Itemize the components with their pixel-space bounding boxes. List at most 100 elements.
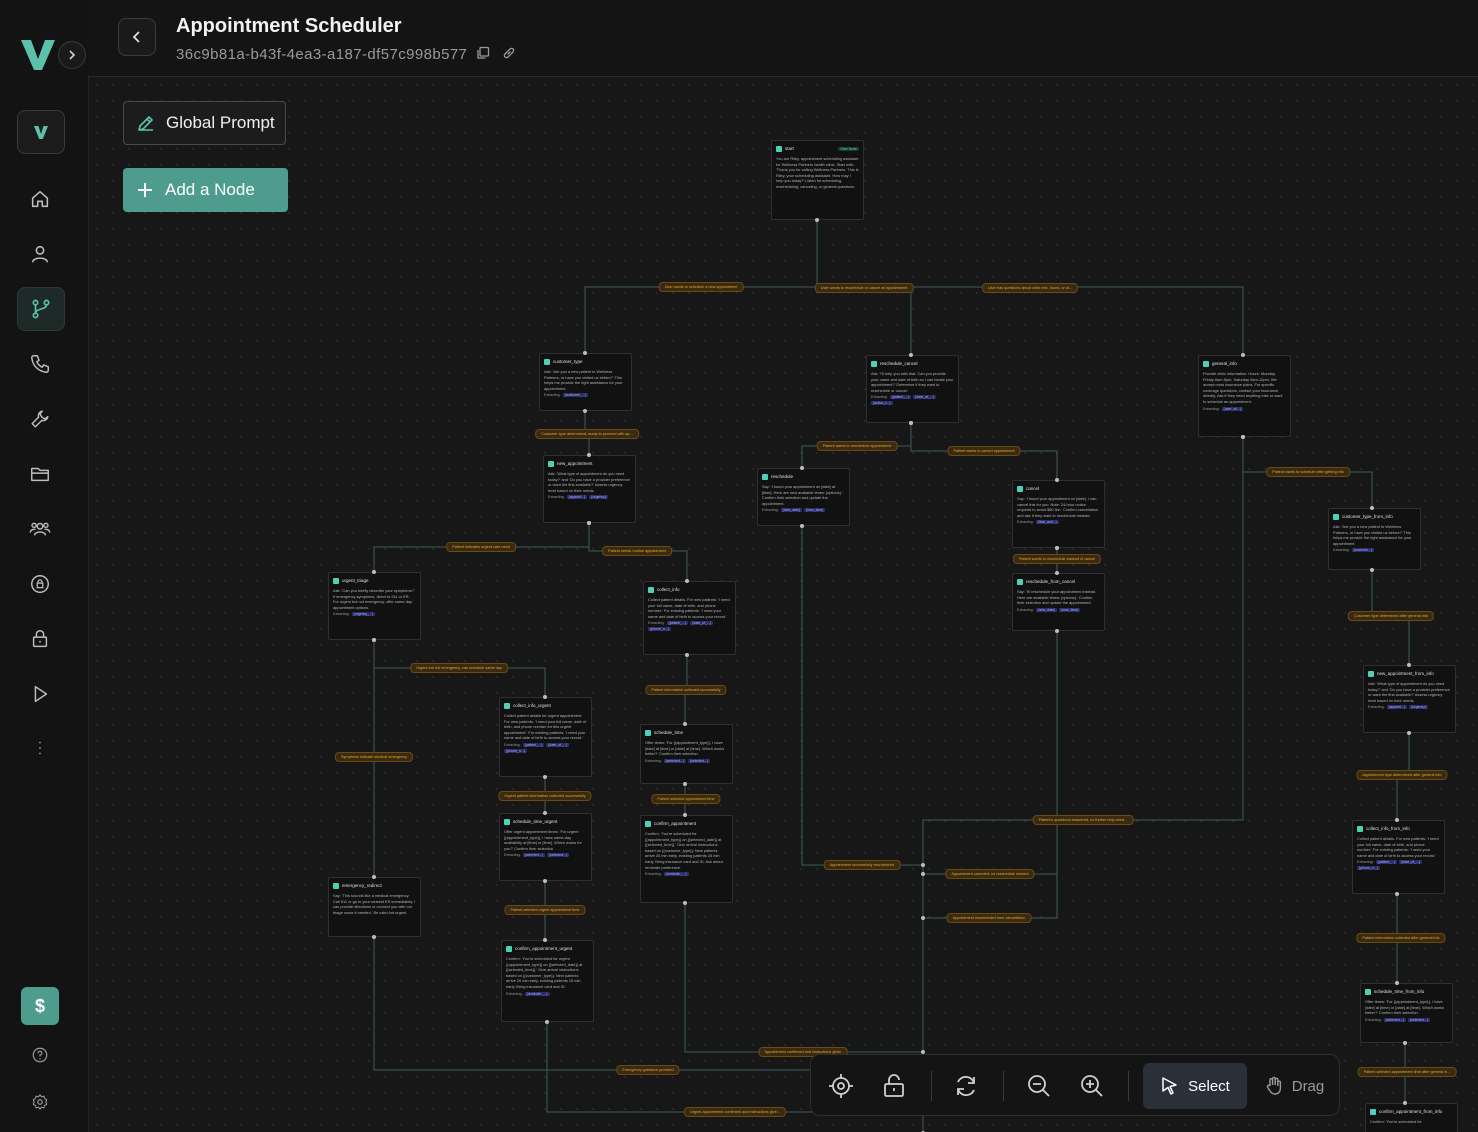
edge-condition-label[interactable]: User wants to schedule a new appointment — [658, 282, 744, 292]
edge-handle[interactable] — [1055, 629, 1059, 633]
edge-handle[interactable] — [1055, 478, 1059, 482]
flow-edge[interactable] — [546, 1022, 923, 1113]
edge-handle[interactable] — [800, 466, 804, 470]
edge-condition-label[interactable]: Appointment canceled, no reschedule need… — [945, 869, 1035, 879]
edge-condition-label[interactable]: Urgent appointment confirmed and instruc… — [684, 1107, 786, 1117]
flow-edge[interactable] — [373, 937, 923, 1071]
sidebar-item-security[interactable] — [17, 563, 63, 605]
edge-condition-label[interactable]: Emergency guidance provided — [616, 1065, 680, 1075]
edge-handle[interactable] — [921, 916, 925, 920]
edge-handle[interactable] — [583, 409, 587, 413]
edge-handle[interactable] — [1370, 568, 1374, 572]
edge-condition-label[interactable]: Patient wants to reschedule instead of c… — [1012, 554, 1102, 564]
edge-handle[interactable] — [1370, 506, 1374, 510]
edge-handle[interactable] — [683, 722, 687, 726]
edge-handle[interactable] — [1403, 1041, 1407, 1045]
edge-handle[interactable] — [543, 879, 547, 883]
edge-handle[interactable] — [587, 453, 591, 457]
flow-edge[interactable] — [801, 526, 923, 866]
edge-handle[interactable] — [921, 872, 925, 876]
edge-handle[interactable] — [683, 901, 687, 905]
billing-button[interactable]: $ — [21, 987, 59, 1025]
edge-handle[interactable] — [372, 570, 376, 574]
edge-handle[interactable] — [683, 813, 687, 817]
settings-button[interactable] — [17, 1081, 63, 1123]
edge-handle[interactable] — [1241, 353, 1245, 357]
edge-condition-label[interactable]: Patient wants to schedule after getting … — [1266, 467, 1350, 477]
edge-handle[interactable] — [583, 351, 587, 355]
edge-condition-label[interactable]: Urgent patient information collected suc… — [498, 791, 592, 801]
edge-handle[interactable] — [815, 218, 819, 222]
edge-handle[interactable] — [1241, 435, 1245, 439]
edge-handle[interactable] — [1395, 892, 1399, 896]
edge-condition-label[interactable]: Appointment confirmed and instructions g… — [758, 1047, 848, 1057]
global-prompt-button[interactable]: Global Prompt — [123, 101, 286, 145]
lock-canvas-button[interactable] — [877, 1069, 911, 1103]
edge-handle[interactable] — [921, 1050, 925, 1054]
link-icon[interactable] — [502, 46, 516, 60]
edge-condition-label[interactable]: Appointment rescheduled from cancellatio… — [946, 913, 1032, 923]
edge-handle[interactable] — [543, 938, 547, 942]
edge-handle[interactable] — [909, 421, 913, 425]
select-mode-button[interactable]: Select — [1143, 1063, 1247, 1109]
edge-condition-label[interactable]: Patient information collected successful… — [645, 685, 727, 695]
edge-condition-label[interactable]: Patient selected urgent appointment time — [504, 905, 586, 915]
auto-layout-button[interactable] — [949, 1069, 983, 1103]
edge-handle[interactable] — [1407, 663, 1411, 667]
edge-condition-label[interactable]: Customer type determined after general i… — [1347, 611, 1435, 621]
sidebar-item-team[interactable] — [17, 508, 63, 550]
edge-handle[interactable] — [1055, 546, 1059, 550]
edge-handle[interactable] — [545, 1020, 549, 1024]
sidebar-item-calls[interactable] — [17, 343, 63, 385]
edge-condition-label[interactable]: Symptoms indicate medical emergency — [334, 752, 414, 762]
edge-handle[interactable] — [543, 811, 547, 815]
edge-condition-label[interactable]: Patient indicates urgent care need — [446, 542, 516, 552]
fit-view-button[interactable] — [824, 1069, 858, 1103]
edge-handle[interactable] — [372, 638, 376, 642]
edge-condition-label[interactable]: Patient selected appointment time — [651, 794, 721, 804]
edge-condition-label[interactable]: Patient's questions answered, no further… — [1032, 815, 1134, 825]
edge-condition-label[interactable]: Patient needs routine appointment — [602, 546, 672, 556]
sidebar-item-tools[interactable] — [17, 398, 63, 440]
edge-handle[interactable] — [921, 863, 925, 867]
sidebar-item-test[interactable] — [17, 673, 63, 715]
edge-handle[interactable] — [543, 695, 547, 699]
edge-condition-label[interactable]: Patient wants to reschedule appointment — [816, 441, 898, 451]
edge-condition-label[interactable]: Customer type determined, ready to proce… — [535, 429, 639, 439]
edge-handle[interactable] — [683, 782, 687, 786]
edge-handle[interactable] — [685, 579, 689, 583]
edge-handle[interactable] — [1403, 1101, 1407, 1105]
edge-condition-label[interactable]: Patient selected appointment time after … — [1357, 1067, 1457, 1077]
edge-handle[interactable] — [909, 353, 913, 357]
logo-icon[interactable] — [20, 38, 56, 72]
edge-handle[interactable] — [800, 524, 804, 528]
sidebar-item-home[interactable] — [17, 178, 63, 220]
flow-edge[interactable] — [684, 903, 923, 1053]
flow-edge[interactable] — [817, 286, 912, 355]
edge-handle[interactable] — [1395, 818, 1399, 822]
edge-condition-label[interactable]: Patient wants to cancel appointment — [947, 446, 1021, 456]
edge-handle[interactable] — [372, 875, 376, 879]
sidebar-item-more[interactable] — [17, 727, 63, 769]
edge-condition-label[interactable]: Appointment type determined after genera… — [1356, 770, 1448, 780]
help-button[interactable] — [17, 1034, 63, 1076]
back-button[interactable] — [118, 18, 156, 56]
drag-mode-button[interactable]: Drag — [1251, 1063, 1337, 1109]
